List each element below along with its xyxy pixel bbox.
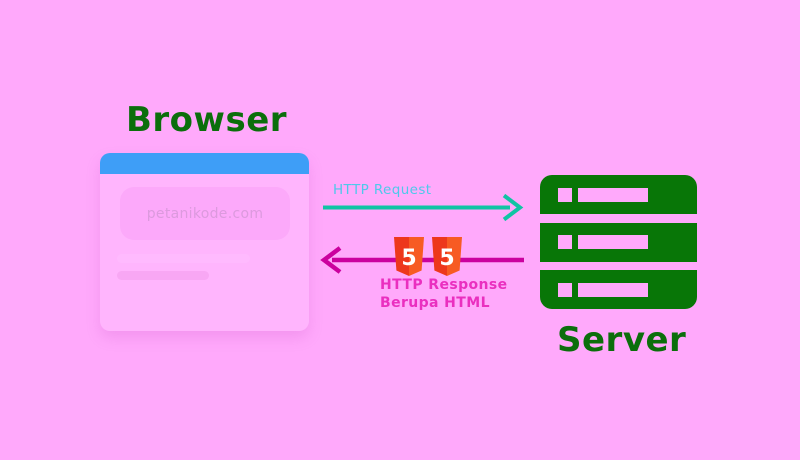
browser-title: Browser (126, 100, 288, 140)
browser-window: petanikode.com (100, 153, 309, 331)
html5-logo-icon: 5 (432, 237, 462, 276)
http-request-label: HTTP Request (333, 182, 432, 198)
browser-address-text: petanikode.com (146, 205, 264, 222)
html5-badge-text: 5 (439, 245, 455, 271)
html5-logo-icon: 5 (394, 237, 424, 276)
content-line-2 (117, 271, 209, 280)
content-line-1 (117, 254, 250, 263)
html5-badge-text: 5 (401, 245, 417, 271)
http-response-label: HTTP Response Berupa HTML (380, 276, 508, 312)
arrow-left-icon (320, 246, 524, 274)
http-response-label-line2: Berupa HTML (380, 295, 490, 311)
arrow-right-icon (323, 193, 524, 222)
browser-address-box: petanikode.com (120, 187, 290, 240)
rack-slot-icon (578, 187, 648, 202)
rack-led-icon (558, 235, 572, 249)
rack-led-icon (558, 187, 572, 202)
rack-led-icon (558, 282, 572, 297)
rack-slot-icon (578, 235, 648, 249)
server-rack-3 (540, 270, 697, 309)
server-rack-2 (540, 222, 697, 262)
rack-slot-icon (578, 282, 648, 297)
server-icon (540, 175, 697, 309)
server-title: Server (557, 320, 687, 360)
browser-titlebar (100, 153, 309, 174)
server-rack-1 (540, 175, 697, 214)
http-response-label-line1: HTTP Response (380, 277, 508, 293)
